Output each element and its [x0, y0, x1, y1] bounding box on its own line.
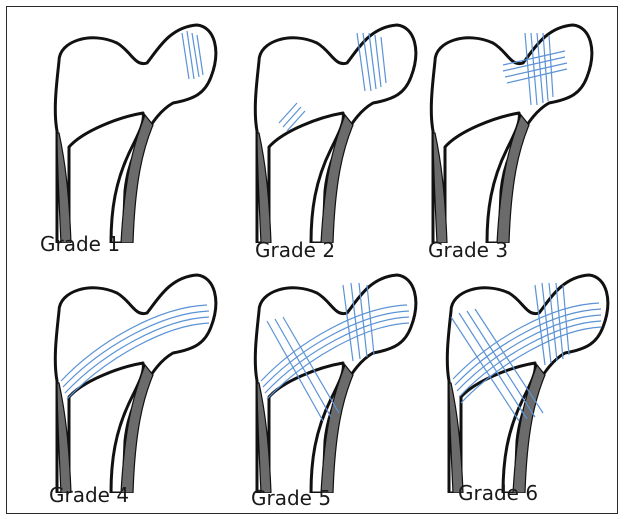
femur-panel-grade-3 — [415, 21, 595, 243]
femur-drawing-grade-4 — [39, 271, 219, 493]
grade-6-label: Grade 6 — [458, 481, 538, 505]
femur-drawing-grade-5 — [239, 271, 419, 493]
femur-panel-grade-6 — [431, 271, 611, 493]
grade-4-label: Grade 4 — [49, 483, 129, 507]
femur-drawing-grade-2 — [239, 21, 419, 243]
femur-drawing-grade-6 — [431, 271, 611, 493]
grade-1-label: Grade 1 — [40, 232, 120, 256]
femur-drawing-grade-1 — [39, 21, 219, 243]
femur-panel-grade-5 — [239, 271, 419, 493]
figure-frame: Grade 1 Grade 2 — [6, 6, 618, 514]
grade-2-label: Grade 2 — [255, 238, 335, 262]
femur-drawing-grade-3 — [415, 21, 595, 243]
grade-5-label: Grade 5 — [251, 486, 331, 510]
femur-panel-grade-1 — [39, 21, 219, 243]
femur-panel-grade-4 — [39, 271, 219, 493]
femur-panel-grade-2 — [239, 21, 419, 243]
grade-3-label: Grade 3 — [428, 238, 508, 262]
